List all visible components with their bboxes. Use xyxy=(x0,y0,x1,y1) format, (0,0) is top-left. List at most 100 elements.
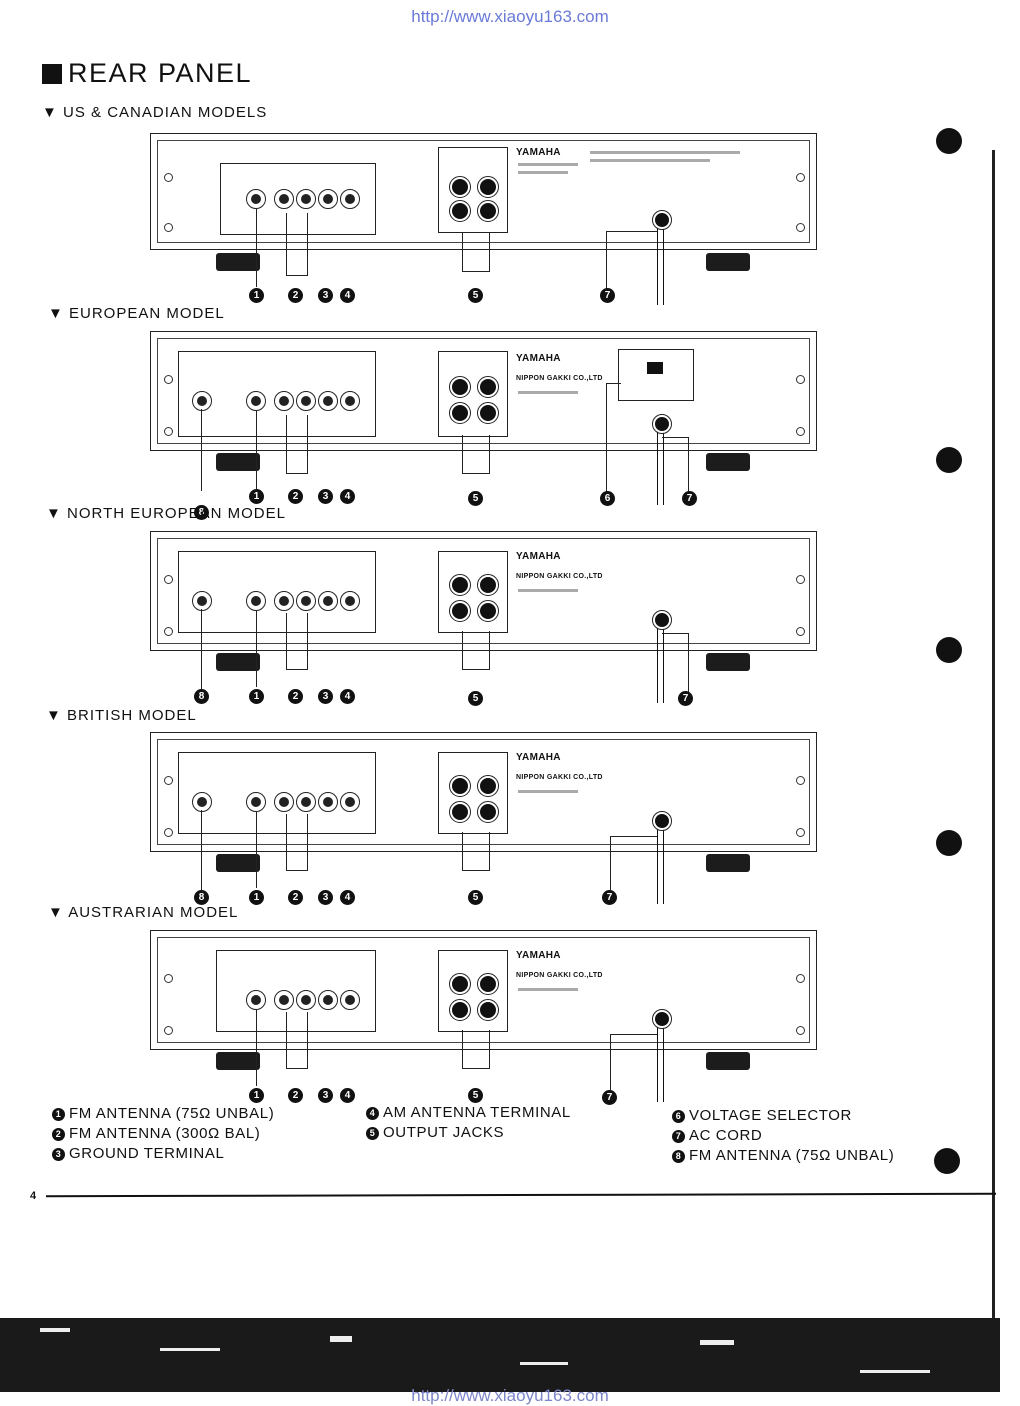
model-label-text: AUSTRARIAN MODEL xyxy=(68,904,239,921)
ground-terminal xyxy=(318,990,338,1010)
screw xyxy=(796,427,805,436)
output-section xyxy=(438,752,508,834)
callout-2: 2 xyxy=(288,288,303,303)
voltage-selector[interactable] xyxy=(618,349,694,401)
callout-1: 1 xyxy=(249,890,264,905)
legend-number: 4 xyxy=(366,1106,379,1120)
callout-3: 3 xyxy=(318,489,333,504)
maker-label: NIPPON GAKKI CO.,LTD xyxy=(516,774,603,781)
callout-8: 8 xyxy=(194,689,209,704)
fm-300-terminal xyxy=(296,990,316,1010)
callout-8: 8 xyxy=(194,890,209,905)
leader-bracket xyxy=(462,435,490,474)
am-terminal xyxy=(340,792,360,812)
callout-7: 7 xyxy=(602,890,617,905)
leader-line xyxy=(256,411,257,489)
scan-noise xyxy=(520,1362,568,1365)
ac-cord xyxy=(657,820,664,904)
callout-1: 1 xyxy=(249,489,264,504)
screw xyxy=(796,173,805,182)
screw xyxy=(796,627,805,636)
punch-hole xyxy=(936,637,962,663)
callout-6: 6 xyxy=(600,491,615,506)
ground-terminal xyxy=(318,189,338,209)
ground-terminal xyxy=(318,591,338,611)
screw xyxy=(164,627,173,636)
callout-1: 1 xyxy=(249,288,264,303)
screw xyxy=(164,974,173,983)
label-text-line xyxy=(518,171,568,174)
cord-bushing xyxy=(652,210,672,230)
leader-bracket xyxy=(462,832,490,871)
callout-7: 7 xyxy=(682,491,697,506)
leader-bracket xyxy=(462,233,490,272)
fm-75-jack xyxy=(246,591,266,611)
label-text-line xyxy=(590,151,740,154)
output-jack xyxy=(449,775,471,797)
ac-cord xyxy=(657,1018,664,1102)
model-label-text: NORTH EUROPEAN MODEL xyxy=(67,505,286,522)
scan-noise xyxy=(700,1340,734,1345)
page-edge xyxy=(992,150,995,1390)
footer-url[interactable]: http://www.xiaoyu163.com xyxy=(411,1386,609,1405)
leader-bracket xyxy=(462,1030,490,1069)
callout-2: 2 xyxy=(288,890,303,905)
leader-line xyxy=(606,383,621,494)
foot-right xyxy=(706,253,750,271)
foot-left xyxy=(216,653,260,671)
screw xyxy=(796,223,805,232)
fm-300-terminal xyxy=(274,591,294,611)
output-jack xyxy=(449,801,471,823)
screw xyxy=(164,173,173,182)
punch-hole xyxy=(936,447,962,473)
yamaha-logo: YAMAHA xyxy=(516,147,561,158)
foot-left xyxy=(216,253,260,271)
output-section xyxy=(438,351,508,437)
foot-right xyxy=(706,1052,750,1070)
scan-noise xyxy=(40,1328,70,1332)
am-terminal xyxy=(340,391,360,411)
fm-300-terminal xyxy=(274,990,294,1010)
leader-line xyxy=(201,810,202,890)
output-jack xyxy=(449,600,471,622)
output-jack xyxy=(449,176,471,198)
screw xyxy=(164,828,173,837)
callout-4: 4 xyxy=(340,489,355,504)
fm-300-terminal xyxy=(296,591,316,611)
model-label-north-european: ▼ NORTH EUROPEAN MODEL xyxy=(46,505,286,522)
page-title-text: REAR PANEL xyxy=(68,58,253,88)
fm-300-terminal xyxy=(296,792,316,812)
scan-noise xyxy=(330,1336,352,1342)
callout-1: 1 xyxy=(249,1088,264,1103)
screw xyxy=(796,974,805,983)
voltage-switch[interactable] xyxy=(647,362,663,374)
screw xyxy=(164,427,173,436)
leader-line xyxy=(662,437,689,494)
screw xyxy=(796,575,805,584)
foot-left xyxy=(216,453,260,471)
footer-rule xyxy=(45,1192,997,1198)
yamaha-logo: YAMAHA xyxy=(516,950,561,961)
output-jack xyxy=(477,200,499,222)
legend-text: OUTPUT JACKS xyxy=(383,1124,505,1141)
fm-300-terminal xyxy=(296,391,316,411)
output-jack xyxy=(449,999,471,1021)
ground-terminal xyxy=(318,391,338,411)
header-url[interactable]: http://www.xiaoyu163.com xyxy=(411,7,609,26)
screw xyxy=(164,776,173,785)
screw xyxy=(164,575,173,584)
fm-75-jack xyxy=(246,990,266,1010)
output-jack xyxy=(449,402,471,424)
model-label-european: ▼ EUROPEAN MODEL xyxy=(48,305,225,322)
output-jack xyxy=(477,973,499,995)
callout-1: 1 xyxy=(249,689,264,704)
cord-bushing xyxy=(652,610,672,630)
foot-right xyxy=(706,854,750,872)
punch-hole xyxy=(936,128,962,154)
leader-line xyxy=(201,409,202,491)
leader-bracket xyxy=(286,213,308,276)
callout-3: 3 xyxy=(318,288,333,303)
output-jack xyxy=(477,801,499,823)
